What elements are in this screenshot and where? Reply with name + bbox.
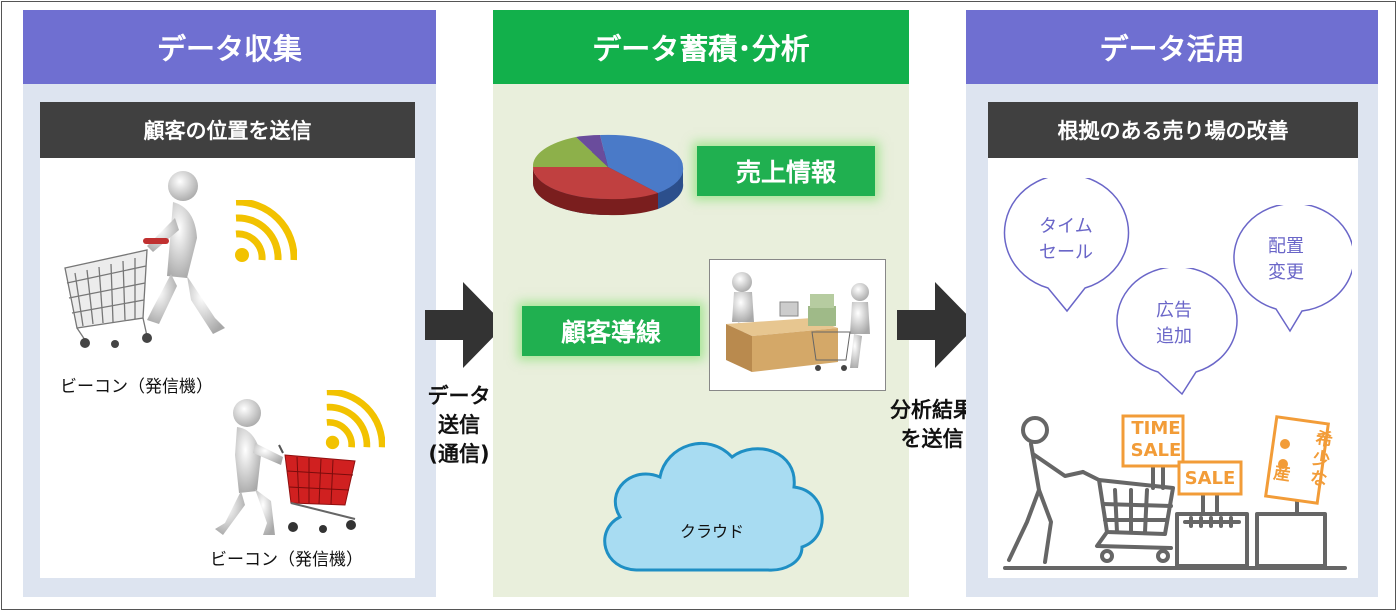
speech-bubble-shape: [1003, 178, 1130, 313]
person-with-cart-illustration: [64, 171, 225, 348]
speech-bubble-shape: [1116, 268, 1238, 396]
collect-subheader: 顧客の位置を送信: [40, 102, 415, 158]
shopper-store-scene-illustration: [1003, 414, 1347, 570]
bubble3-line2: 変更: [1268, 262, 1304, 283]
sign-time: TIME: [1131, 418, 1181, 439]
bubble-layout-change: 配置 変更: [1238, 228, 1334, 292]
sign-sale-small: SALE: [1184, 468, 1236, 489]
checkout-counter-illustration: [726, 272, 870, 372]
collect-content: [40, 158, 415, 578]
sign-rare-label: 希 少 産 な: [1272, 426, 1334, 491]
cloud-icon: [603, 441, 824, 572]
bubble-time-sale: タイム セール: [1018, 208, 1114, 272]
pie-chart-illustration: [532, 134, 684, 216]
arrow2-caption: 分析結果 を送信: [872, 396, 992, 454]
utilize-header: データ活用: [966, 10, 1378, 84]
collect-header: データ収集: [23, 10, 436, 84]
customer-flow-label: 顧客導線: [522, 306, 700, 356]
arrow2-line1: 分析結果: [890, 398, 974, 422]
wifi-signal-icon: [235, 200, 297, 262]
bubble-ad-add: 広告 追加: [1126, 292, 1222, 356]
speech-bubble-shape: [1233, 205, 1352, 333]
beacon-label-1: ビーコン（発信機）: [60, 377, 213, 397]
bubble2-line2: 追加: [1156, 326, 1192, 347]
bubble1-line1: タイム: [1039, 216, 1093, 237]
person-with-red-cart-illustration: [215, 399, 356, 535]
bubble1-line2: セール: [1039, 242, 1093, 263]
beacon-label-2: ビーコン（発信機）: [210, 550, 363, 570]
right-arrow-icon: [425, 282, 505, 368]
sales-info-label: 売上情報: [697, 146, 875, 196]
sign-rare-char-3: 産: [1272, 463, 1292, 486]
arrow1-line2: 送信: [438, 413, 480, 437]
arrow1-line1: データ: [427, 384, 491, 408]
right-arrow-icon: [897, 282, 977, 368]
utilize-subheader: 根拠のある売り場の改善: [988, 102, 1358, 158]
arrow2-line2: を送信: [900, 427, 964, 451]
wifi-signal-icon: [325, 390, 385, 450]
sign-sale: SALE: [1130, 440, 1182, 461]
arrow1-caption: データ 送信 (通信): [403, 382, 515, 469]
analyze-header: データ蓄積･分析: [493, 10, 909, 84]
arrow1-line3: (通信): [428, 442, 490, 466]
bubble3-line1: 配置: [1268, 236, 1304, 257]
bubble2-line1: 広告: [1156, 300, 1192, 321]
cloud-label: クラウド: [680, 522, 745, 541]
